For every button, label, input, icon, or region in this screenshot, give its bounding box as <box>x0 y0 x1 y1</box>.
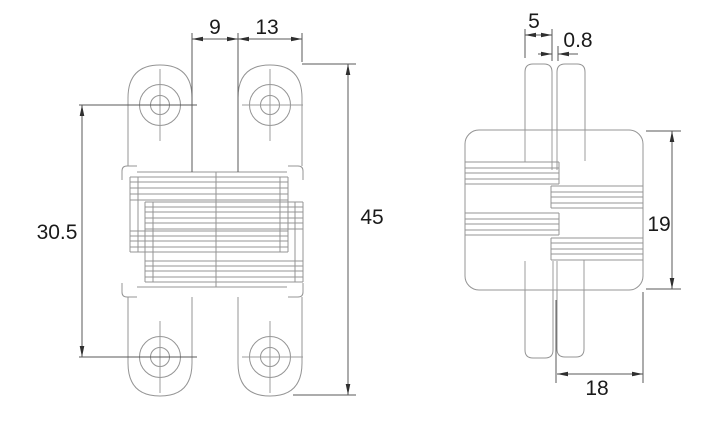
dim-9-13-arrowheads <box>192 36 302 42</box>
side-link-bands <box>465 161 643 261</box>
dimension-body-height: 19 <box>646 130 681 290</box>
side-bottom-leaves <box>524 290 585 359</box>
dimension-body-width: 18 <box>555 292 644 400</box>
dim-45-lines <box>293 63 356 396</box>
dim-label-leaf-gap: 0.8 <box>563 29 592 52</box>
dim-0-8-arrowheads <box>541 51 569 57</box>
dim-label-overall-length: 45 <box>360 206 383 229</box>
dimension-lobe-gap-and-width: 9 13 <box>191 16 303 172</box>
front-view <box>121 64 304 397</box>
dim-label-lobe-width: 13 <box>255 16 278 39</box>
dim-9-13-lines <box>191 33 303 172</box>
dimension-overall-length: 45 <box>293 63 384 396</box>
side-body <box>464 129 644 291</box>
side-top-leaves <box>524 63 586 130</box>
dimension-leaf-gap: 0.8 <box>538 29 593 61</box>
dim-30-5-lines <box>79 104 197 358</box>
dimension-leaf-thickness: 5 <box>524 10 553 58</box>
side-view <box>464 63 644 359</box>
dimension-hole-spacing: 30.5 <box>37 104 197 358</box>
side-bottom-leaves-interior <box>524 260 585 290</box>
front-housing-edges <box>137 171 287 288</box>
dim-label-body-width: 18 <box>585 377 608 400</box>
front-lobe-outlines <box>127 64 303 397</box>
front-link-stack-verticals <box>129 172 304 287</box>
dim-label-leaf-thickness: 5 <box>528 10 540 33</box>
front-corner-tabs <box>121 165 304 298</box>
dim-19-lines <box>646 130 681 290</box>
dim-18-lines <box>555 292 644 383</box>
side-top-leaves-interior <box>524 130 586 170</box>
dim-label-lobe-gap: 9 <box>209 16 221 39</box>
front-link-stack-lines <box>130 176 303 283</box>
dim-label-hole-spacing: 30.5 <box>37 221 78 244</box>
dim-5-arrowheads <box>525 32 552 38</box>
dim-label-body-height: 19 <box>647 213 670 236</box>
